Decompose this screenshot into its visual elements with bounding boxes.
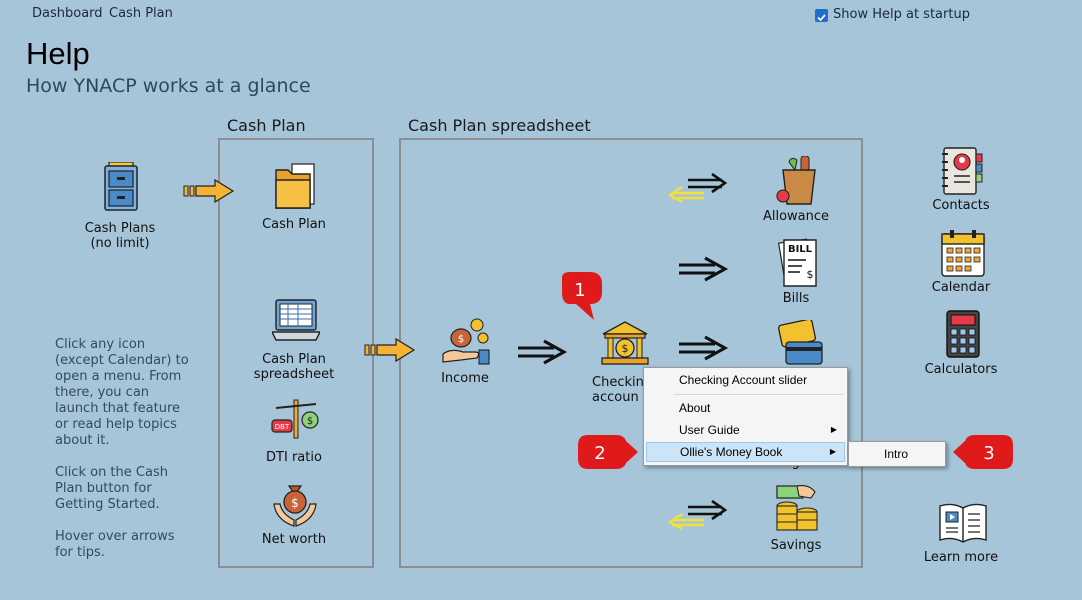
menu-item-ollies-money-book[interactable]: Ollie's Money Book ▶ xyxy=(646,442,845,462)
menu-item-user-guide[interactable]: User Guide ▶ xyxy=(646,420,845,440)
calendar-icon xyxy=(941,230,985,277)
calendar-label: Calendar xyxy=(931,280,991,295)
badge-number: 2 xyxy=(594,443,605,464)
page-subtitle: How YNACP works at a glance xyxy=(26,75,311,97)
coin-stack-icon xyxy=(776,485,818,531)
arrow-right-black-icon[interactable] xyxy=(516,339,568,365)
bills-label: Bills xyxy=(782,291,810,306)
svg-text:$: $ xyxy=(807,268,814,281)
badge-number: 3 xyxy=(983,443,994,464)
income-hand-coins-icon: $ xyxy=(442,318,490,365)
net-worth-button[interactable]: $ xyxy=(272,480,318,532)
calendar-icon-tile xyxy=(940,228,986,282)
spreadsheet-button[interactable] xyxy=(270,298,322,348)
folder-icon xyxy=(275,163,315,209)
nav-dashboard[interactable]: Dashboard xyxy=(32,6,103,21)
svg-text:DBT: DBT xyxy=(275,423,290,431)
section-label-spreadsheet: Cash Plan spreadsheet xyxy=(408,116,591,135)
svg-text:$: $ xyxy=(458,334,464,345)
svg-text:$: $ xyxy=(622,342,629,355)
income-label: Income xyxy=(441,371,489,386)
cash-plan-label: Cash Plan xyxy=(262,217,326,232)
svg-text:$: $ xyxy=(307,416,313,427)
cash-plans-button[interactable] xyxy=(103,161,139,216)
credit-card-icon xyxy=(777,318,823,365)
help-text-paragraph: Click on the Cash Plan button for Gettin… xyxy=(55,465,168,512)
submenu-arrow-icon: ▶ xyxy=(830,425,837,434)
learn-more-label: Learn more xyxy=(923,550,999,565)
income-button[interactable]: $ xyxy=(441,318,491,370)
page-title: Help xyxy=(26,36,90,71)
dti-ratio-label: DTI ratio xyxy=(266,450,322,465)
money-bag-hands-icon: $ xyxy=(273,485,317,527)
help-text-paragraph: Click any icon (except Calendar) to open… xyxy=(55,337,189,448)
section-label-cash-plan: Cash Plan xyxy=(227,116,306,135)
savings-label: Savings xyxy=(770,538,822,553)
arrow-right-black-icon[interactable] xyxy=(677,335,729,361)
step-badge-1: 1 xyxy=(562,272,602,320)
svg-text:$: $ xyxy=(291,496,299,510)
contacts-label: Contacts xyxy=(932,198,990,213)
badge-number: 1 xyxy=(574,280,585,301)
calculators-button[interactable] xyxy=(945,309,981,363)
svg-text:BILL: BILL xyxy=(788,244,813,255)
show-help-checkbox[interactable] xyxy=(815,9,828,22)
submenu-arrow-icon: ▶ xyxy=(829,447,836,456)
show-help-label: Show Help at startup xyxy=(833,7,970,22)
bank-icon: $ xyxy=(601,321,649,365)
menu-separator xyxy=(674,394,843,395)
bidirectional-arrow-icon[interactable] xyxy=(668,173,728,203)
bills-button[interactable]: BILL $ xyxy=(776,238,820,292)
scale-icon: DBT $ xyxy=(271,399,319,439)
net-worth-label: Net worth xyxy=(261,532,327,547)
context-menu: Checking Account slider About User Guide… xyxy=(643,367,848,466)
laptop-spreadsheet-icon xyxy=(270,299,322,341)
cash-plan-button[interactable] xyxy=(274,162,318,214)
savings-button[interactable] xyxy=(773,484,821,538)
file-cabinet-icon xyxy=(104,161,138,211)
menu-item-checking-slider[interactable]: Checking Account slider xyxy=(679,373,808,387)
open-book-icon xyxy=(939,503,987,543)
submenu-item-intro[interactable]: Intro xyxy=(884,447,909,461)
cash-plans-label: Cash Plans (no limit) xyxy=(84,221,156,251)
bidirectional-arrow-icon[interactable] xyxy=(668,500,728,530)
step-badge-2: 2 xyxy=(578,435,638,469)
checking-account-label: Checking accoun xyxy=(592,375,653,405)
dti-ratio-button[interactable]: DBT $ xyxy=(270,398,322,444)
arrow-right-black-icon[interactable] xyxy=(677,256,729,282)
step-badge-3: 3 xyxy=(953,435,1013,469)
grocery-bag-icon xyxy=(776,155,816,205)
learn-more-button[interactable] xyxy=(938,500,988,548)
menu-item-label: Ollie's Money Book xyxy=(680,445,783,459)
allowance-label: Allowance xyxy=(762,209,830,224)
contacts-button[interactable] xyxy=(940,146,984,200)
checkmark-icon xyxy=(817,14,826,22)
spreadsheet-label: Cash Plan spreadsheet xyxy=(253,352,335,382)
calculators-label: Calculators xyxy=(924,362,998,377)
menu-item-label: User Guide xyxy=(679,423,740,437)
calculator-icon xyxy=(946,310,980,358)
credit-cards-button[interactable] xyxy=(774,318,824,370)
contacts-book-icon xyxy=(942,147,983,195)
submenu: Intro xyxy=(848,441,946,467)
menu-item-about[interactable]: About xyxy=(679,401,711,415)
allowance-button[interactable] xyxy=(775,155,821,210)
help-text-paragraph: Hover over arrows for tips. xyxy=(55,529,175,560)
checking-account-button[interactable]: $ xyxy=(599,320,651,372)
arrow-right-orange-icon[interactable] xyxy=(364,337,416,363)
bill-invoice-icon: BILL $ xyxy=(777,238,817,287)
arrow-right-orange-icon[interactable] xyxy=(183,178,235,204)
nav-cash-plan[interactable]: Cash Plan xyxy=(109,6,173,21)
